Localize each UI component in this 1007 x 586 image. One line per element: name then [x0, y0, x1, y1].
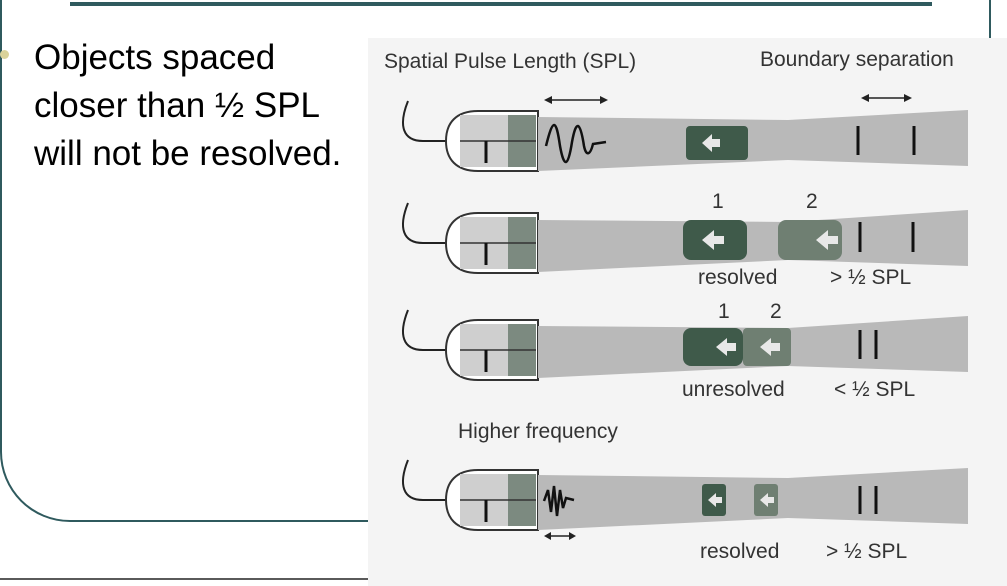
row-1-transducer-icon — [401, 99, 540, 173]
row-2-status-label: resolved — [698, 266, 778, 289]
row-1-object-arrow-icon — [702, 134, 720, 152]
row-3-object-1-arrow-icon — [716, 338, 736, 356]
row-4-beam — [538, 468, 968, 530]
row-3-object-1 — [683, 328, 743, 366]
row-4-comparison-label: > ½ SPL — [826, 540, 908, 563]
row-3-marker-2: 2 — [770, 300, 782, 323]
spl-header-label: Spatial Pulse Length (SPL) — [384, 50, 637, 73]
row-2-beam — [538, 210, 968, 272]
row-4-object-2-arrow-icon — [760, 493, 774, 507]
bullet-text: Objects spaced closer than ½ SPL will no… — [34, 38, 342, 173]
slide-frame-left-curve — [0, 0, 150, 522]
row-3-object-2-arrow-icon — [760, 338, 780, 356]
slide-frame-top-line — [70, 2, 932, 6]
row-3-status-label: unresolved — [682, 378, 785, 401]
row-3-comparison-label: < ½ SPL — [834, 378, 916, 401]
row-4-short-double-arrow-icon — [544, 532, 576, 540]
row-2-object-1-arrow-icon — [702, 230, 724, 250]
row-1-pulse-wave — [544, 123, 607, 164]
higher-frequency-label: Higher frequency — [458, 420, 618, 443]
row-4-object-1-arrow-icon — [708, 493, 722, 507]
spl-resolution-diagram: Spatial Pulse Length (SPL) Boundary sepa… — [368, 38, 1007, 586]
slide-frame-bottom-line — [140, 520, 370, 522]
boundary-double-arrow-icon — [861, 94, 912, 102]
row-2-object-2-arrow-icon — [816, 230, 838, 250]
boundary-separation-header-label: Boundary separation — [760, 48, 954, 71]
row-3-transducer-icon — [401, 308, 540, 382]
slide-frame-right-line — [989, 0, 991, 40]
row-4-transducer-icon — [401, 458, 540, 532]
row-1-beam — [538, 110, 968, 171]
row-2-transducer-icon — [401, 201, 540, 275]
diagram-graphics — [401, 94, 968, 540]
row-4-pulse-wave — [542, 485, 575, 517]
row-3-marker-1: 1 — [718, 300, 730, 323]
row-4-status-label: resolved — [700, 540, 780, 563]
row-2-marker-2: 2 — [806, 190, 818, 213]
bullet-icon — [0, 50, 9, 59]
row-2-object-2 — [778, 220, 842, 260]
row-2-marker-1: 1 — [712, 190, 724, 213]
row-2-comparison-label: > ½ SPL — [830, 266, 912, 289]
spl-double-arrow-icon — [544, 96, 608, 104]
